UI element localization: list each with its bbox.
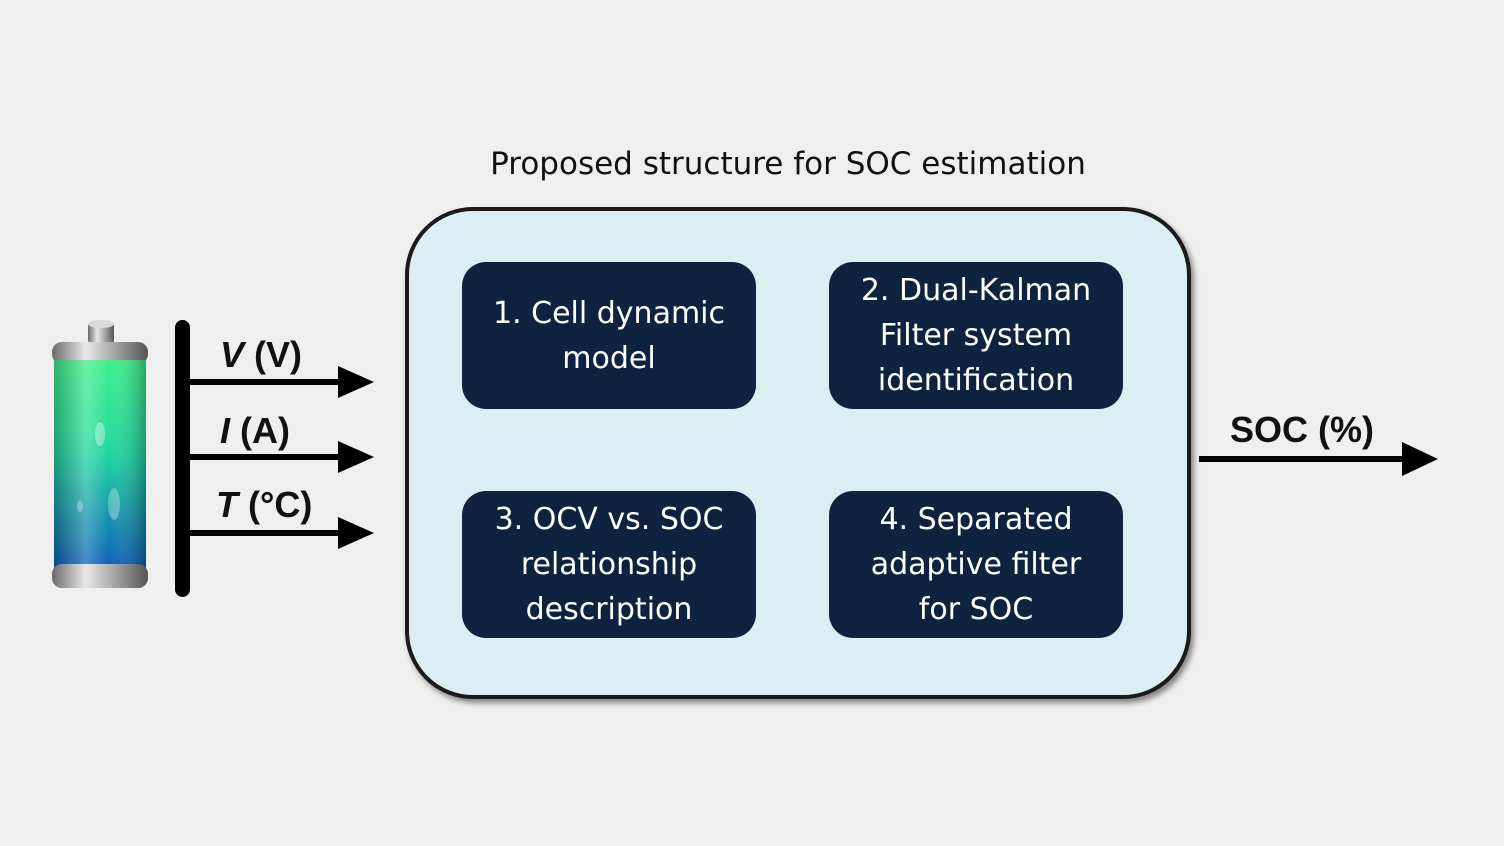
input-label-temperature: T (°C)	[216, 484, 313, 525]
block-ocv-soc-relationship: 3. OCV vs. SOC relationship description	[462, 491, 756, 638]
battery-icon	[52, 320, 148, 588]
input-label-voltage: V (V)	[220, 334, 303, 375]
arrow-soc-output	[1199, 442, 1438, 476]
output-label-soc: SOC (%)	[1230, 409, 1374, 450]
block-dual-kalman-filter: 2. Dual-Kalman Filter system identificat…	[829, 262, 1123, 409]
arrow-voltage	[188, 366, 374, 398]
input-bus-bar	[175, 320, 190, 597]
arrow-temperature	[188, 517, 374, 549]
input-label-current: I (A)	[220, 410, 290, 451]
arrow-current	[188, 441, 374, 473]
block-adaptive-filter-soc: 4. Separated adaptive filter for SOC	[829, 491, 1123, 638]
diagram-title: Proposed structure for SOC estimation	[490, 146, 1086, 182]
block-cell-dynamic-model: 1. Cell dynamic model	[462, 262, 756, 409]
